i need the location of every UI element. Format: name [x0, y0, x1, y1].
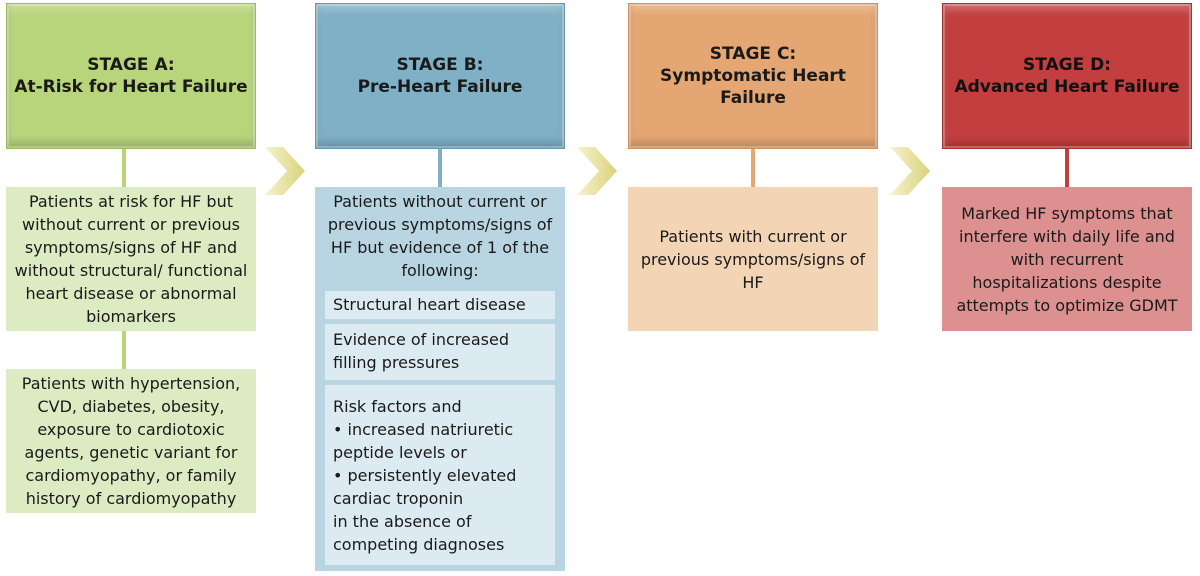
stage-d-header: STAGE D: Advanced Heart Failure	[942, 3, 1192, 149]
stage-b-intro: Patients without current or previous sym…	[327, 192, 553, 280]
stage-c-header: STAGE C: Symptomatic Heart Failure	[628, 3, 878, 149]
stage-b-item-risk-factors: Risk factors and • increased natriuretic…	[325, 385, 555, 565]
stage-b-item-structural: Structural heart disease	[325, 291, 555, 319]
stage-d-subtitle: Advanced Heart Failure	[954, 77, 1180, 97]
stage-c-description: Patients with current or previous sympto…	[628, 187, 878, 331]
stage-a-header: STAGE A: At-Risk for Heart Failure	[6, 3, 256, 149]
stage-b-header: STAGE B: Pre-Heart Failure	[315, 3, 565, 149]
stage-b-connector	[438, 149, 442, 187]
chevron-right-arrow-icon	[890, 147, 930, 195]
stage-d-connector	[1065, 149, 1069, 187]
stage-c-connector	[751, 149, 755, 187]
stage-b-panel: Patients without current or previous sym…	[315, 187, 565, 571]
stage-b-title: STAGE B:	[396, 55, 484, 75]
stage-a-description: Patients at risk for HF but without curr…	[6, 187, 256, 331]
stage-b-item-filling-pressures: Evidence of increased filling pressures	[325, 324, 555, 380]
stage-d-description: Marked HF symptoms that interfere with d…	[942, 187, 1192, 331]
stage-a-connector-1	[122, 149, 126, 187]
stage-c-title: STAGE C:	[709, 44, 797, 64]
stage-d-title: STAGE D:	[1022, 55, 1112, 75]
stage-a-connector-2	[122, 331, 126, 369]
stage-b-subtitle: Pre-Heart Failure	[357, 77, 523, 97]
stage-a-subtitle: At-Risk for Heart Failure	[14, 77, 248, 97]
chevron-right-arrow-icon	[265, 147, 305, 195]
stage-a-title: STAGE A:	[87, 55, 175, 75]
stage-c-subtitle: Symptomatic Heart Failure	[660, 66, 846, 108]
chevron-right-arrow-icon	[577, 147, 617, 195]
stage-a-risk-factors: Patients with hypertension, CVD, diabete…	[6, 369, 256, 513]
